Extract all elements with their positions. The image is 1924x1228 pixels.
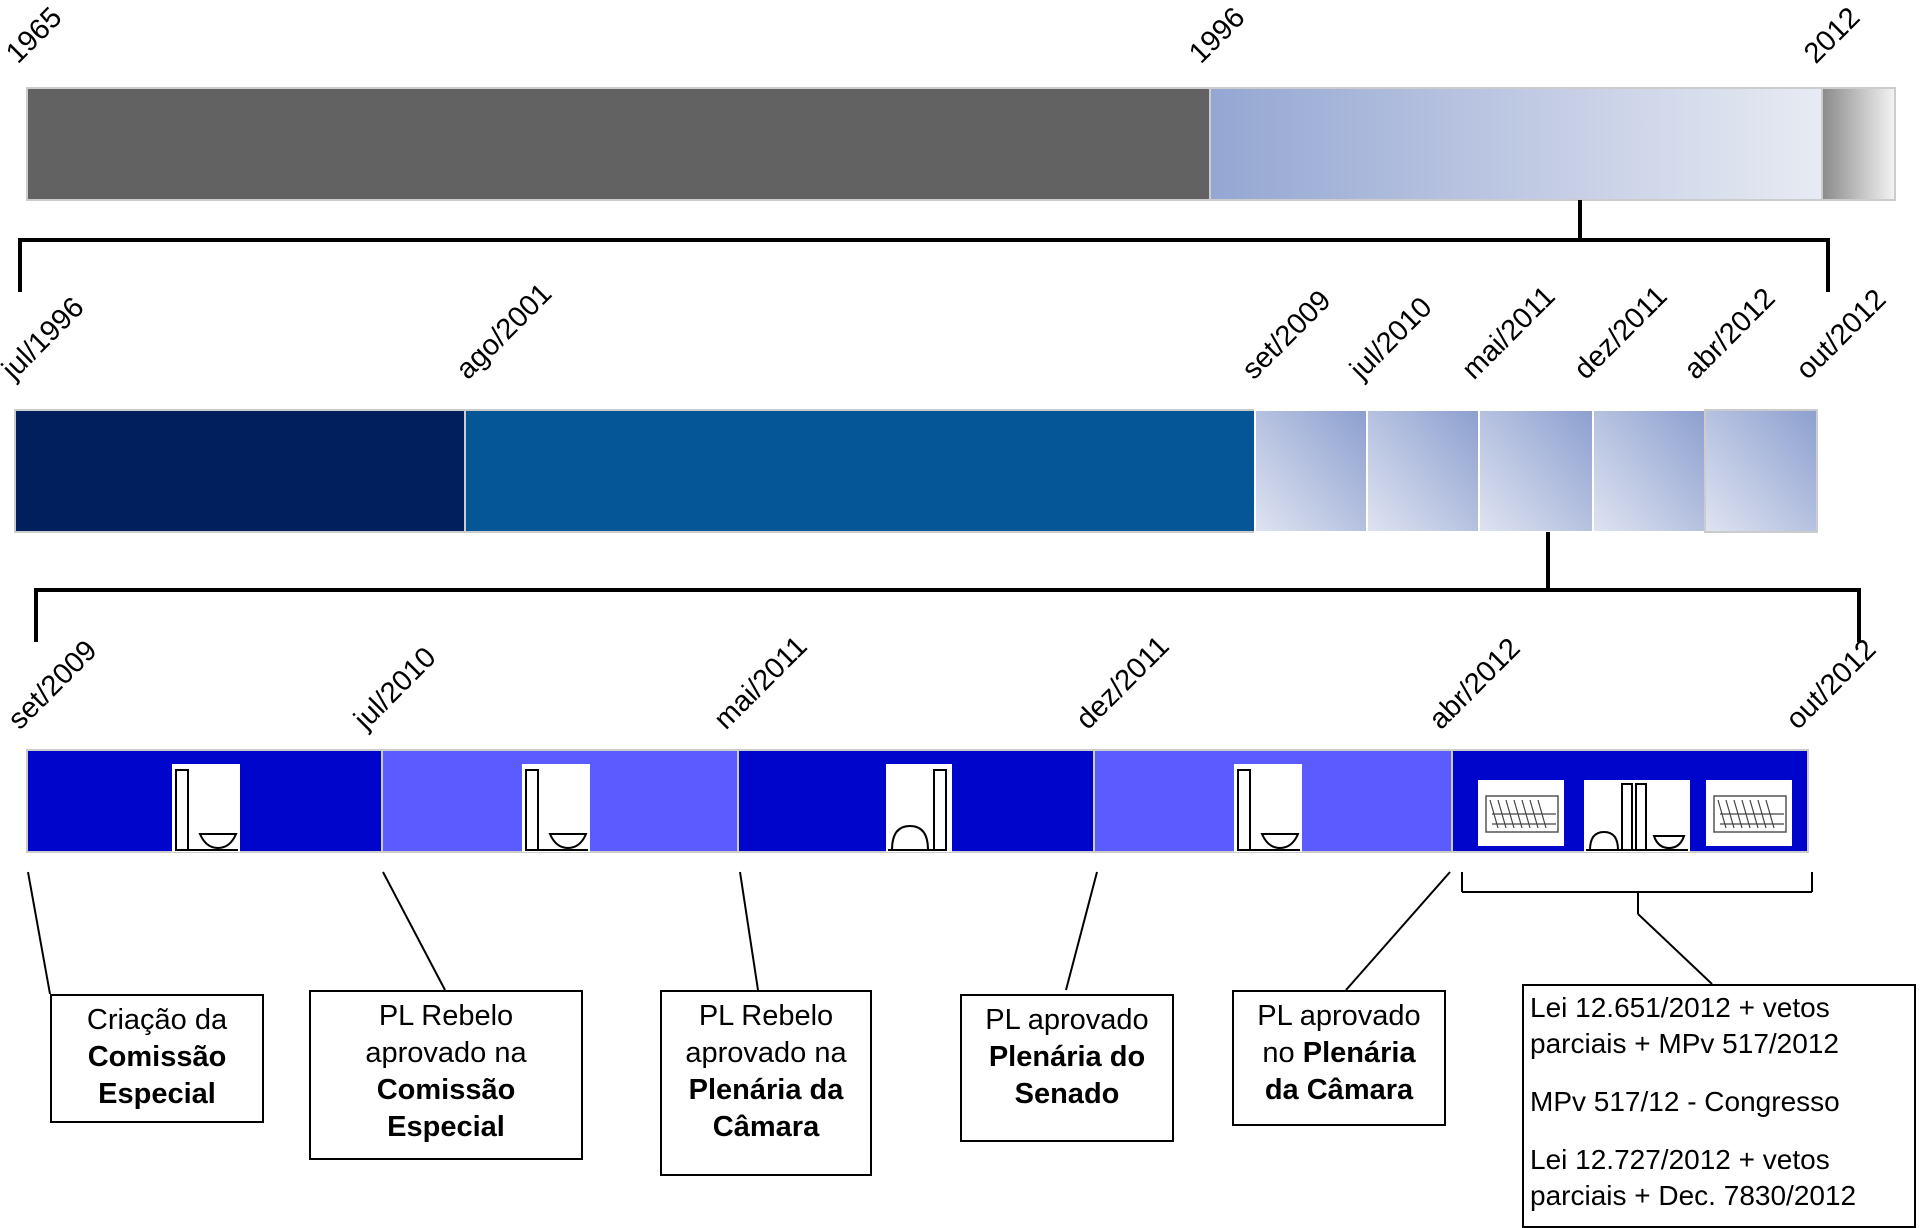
congress-building-icon	[1584, 780, 1690, 852]
middle-segment-2010-2011	[1366, 409, 1480, 533]
event-text: PL Rebelo	[698, 1000, 834, 1032]
chamber-building-icon	[522, 764, 590, 852]
event-text: aprovado na	[685, 1037, 847, 1069]
event-text: PL aprovado	[1257, 1000, 1421, 1032]
event-text: PL Rebelo	[378, 1000, 514, 1032]
event-box-lei-final: Lei 12.651/2012 + vetos parciais + MPv 5…	[1522, 984, 1916, 1228]
top-segment-1965-1996	[26, 87, 1211, 201]
event-text-bold: Especial	[98, 1078, 216, 1110]
middle-segment-1996-2001	[14, 409, 466, 533]
event-text-bold: Câmara	[712, 1111, 820, 1143]
event-text-bold: Plenária do	[988, 1041, 1146, 1073]
event-box-pl-rebelo-plenaria-camara: PL Rebelo aprovado na Plenária da Câmara	[660, 990, 872, 1176]
event-box-comissao-especial: Criação da Comissão Especial	[50, 994, 264, 1123]
event-text: no	[1262, 1037, 1303, 1069]
event-text-bold: Comissão	[376, 1074, 516, 1106]
senate-building-icon	[886, 764, 952, 852]
event-text: aprovado na	[365, 1037, 527, 1069]
event-text-bold: Plenária	[1302, 1037, 1416, 1069]
middle-segment-2009-2010	[1254, 409, 1368, 533]
middle-segment-dez-abr	[1592, 409, 1706, 533]
middle-segment-abr-out	[1704, 409, 1818, 533]
final-period-bracket	[1461, 872, 1813, 985]
zoom-bracket-middle	[34, 532, 1861, 642]
final-text-line: Lei 12.651/2012 + vetos	[1530, 992, 1830, 1023]
top-timeline-bar	[26, 87, 1896, 201]
event-text-bold: Senado	[1014, 1078, 1120, 1110]
chamber-building-icon	[1234, 764, 1302, 852]
middle-timeline-bar	[14, 409, 1818, 533]
final-text-line: parciais + MPv 517/2012	[1530, 1028, 1839, 1059]
event-text: PL aprovado	[985, 1004, 1149, 1036]
final-text-line: parciais + Dec. 7830/2012	[1530, 1180, 1857, 1211]
chamber-building-icon	[172, 764, 240, 852]
event-text-bold: da Câmara	[1264, 1074, 1414, 1106]
event-box-pl-senado: PL aprovado Plenária do Senado	[960, 994, 1174, 1142]
event-text-bold: Comissão	[87, 1041, 227, 1073]
middle-segment-2011-dez	[1478, 409, 1594, 533]
final-text-line: MPv 517/12 - Congresso	[1530, 1086, 1840, 1117]
event-text-bold: Especial	[387, 1111, 505, 1143]
veto-chart-icon	[1706, 780, 1792, 846]
top-segment-2012-end	[1821, 87, 1896, 201]
event-box-pl-plenaria-camara: PL aprovado no Plenária da Câmara	[1232, 990, 1446, 1126]
event-text: Criação da	[86, 1004, 228, 1036]
middle-segment-2001-2009	[464, 409, 1256, 533]
top-segment-1996-2012	[1209, 87, 1823, 201]
event-connectors	[27, 871, 1451, 995]
zoom-bracket-top	[18, 200, 1830, 292]
event-text-bold: Plenária da	[688, 1074, 844, 1106]
final-text-line: Lei 12.727/2012 + vetos	[1530, 1144, 1830, 1175]
event-box-pl-rebelo-comissao: PL Rebelo aprovado na Comissão Especial	[309, 990, 583, 1160]
veto-chart-icon	[1478, 780, 1564, 846]
